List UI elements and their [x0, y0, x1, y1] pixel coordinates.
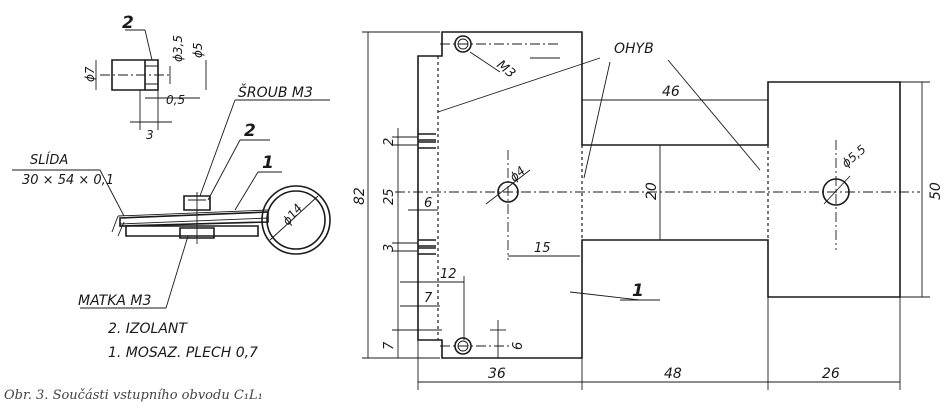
- dim-6b: 6: [511, 342, 526, 350]
- dim-20: 20: [644, 182, 660, 200]
- label-d14: ϕ14: [280, 201, 306, 228]
- legend-mosaz: 1. MOSAZ. PLECH 0,7: [108, 345, 258, 361]
- main-part-number: 1: [632, 281, 644, 301]
- washer-detail: [95, 29, 207, 130]
- label-slida: SLÍDA: [30, 152, 68, 168]
- assembly-section: [12, 99, 331, 309]
- washer-dim-3: 3: [146, 128, 154, 142]
- dim-3: 3: [382, 244, 397, 252]
- label-part1: 1: [262, 153, 274, 173]
- dim-6a: 6: [424, 196, 432, 211]
- washer-dim-05: 0,5: [166, 93, 185, 107]
- washer-part-number: 2: [122, 13, 134, 33]
- dim-d55: ϕ5,5: [839, 142, 869, 170]
- dim-26: 26: [822, 366, 840, 382]
- dim-48: 48: [664, 366, 682, 382]
- figure-caption: Obr. 3. Součásti vstupního obvodu C₁L₁: [4, 388, 263, 403]
- washer-dim-d5: ϕ5: [191, 42, 205, 58]
- dim-7b: 7: [424, 291, 433, 306]
- washer-dim-d35: ϕ3,5: [171, 35, 185, 62]
- dim-46: 46: [662, 84, 680, 100]
- dim-82: 82: [352, 187, 368, 205]
- label-part2: 2: [244, 121, 256, 141]
- dim-50: 50: [928, 182, 944, 200]
- dim-d4: ϕ4: [507, 164, 528, 185]
- legend-izolant: 2. IZOLANT: [108, 321, 188, 337]
- sheet-metal-part: [362, 31, 930, 390]
- label-ohyb: OHYB: [614, 41, 654, 57]
- label-slida-dim: 30 × 54 × 0,1: [22, 173, 114, 188]
- dim-7c: 7: [382, 341, 397, 350]
- dim-36: 36: [488, 366, 506, 382]
- label-matka: MATKA M3: [78, 293, 151, 309]
- dim-12: 12: [440, 267, 457, 282]
- dim-2: 2: [382, 138, 397, 146]
- washer-dim-d7: ϕ7: [83, 66, 97, 82]
- dim-15: 15: [534, 241, 551, 256]
- label-m3: M3: [493, 58, 518, 82]
- dim-25: 25: [382, 188, 397, 205]
- label-sroub: ŠROUB M3: [238, 83, 313, 101]
